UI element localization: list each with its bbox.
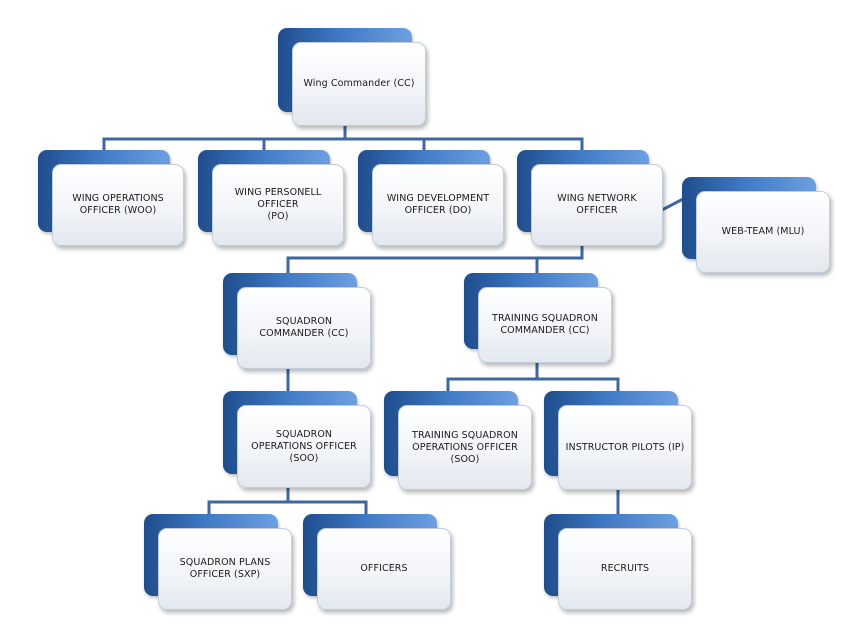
node-front: TRAINING SQUADRON COMMANDER (CC): [478, 287, 612, 363]
node-label: WEB-TEAM (MLU): [721, 226, 805, 237]
connector-squadron-branch: [286, 243, 584, 277]
connector-wing-commander-branch: [102, 123, 584, 154]
node-squadron-plans[interactable]: SQUADRON PLANS OFFICER (SXP): [144, 514, 292, 610]
connector-training-branch: [446, 360, 620, 396]
node-front: Wing Commander (CC): [292, 42, 426, 126]
node-officers[interactable]: OFFICERS: [303, 514, 451, 610]
node-wing-network[interactable]: WING NETWORK OFFICER: [517, 150, 663, 246]
node-label: WING NETWORK OFFICER: [557, 193, 637, 216]
node-label: SQUADRON OPERATIONS OFFICER (SOO): [251, 428, 357, 464]
node-label: INSTRUCTOR PILOTS (IP): [565, 441, 685, 453]
node-recruits[interactable]: RECRUITS: [544, 514, 692, 610]
node-front: RECRUITS: [558, 528, 692, 610]
connector-web-team: [659, 195, 688, 213]
node-front: SQUADRON OPERATIONS OFFICER (SOO): [237, 405, 371, 488]
node-front: SQUADRON PLANS OFFICER (SXP): [158, 528, 292, 610]
node-wing-personell[interactable]: WING PERSONELL OFFICER (PO): [198, 150, 344, 246]
node-front: WING PERSONELL OFFICER (PO): [212, 164, 344, 246]
node-front: WING DEVELOPMENT OFFICER (DO): [372, 164, 504, 246]
node-label: OFFICERS: [360, 563, 408, 574]
node-squadron-operations[interactable]: SQUADRON OPERATIONS OFFICER (SOO): [223, 391, 371, 488]
node-training-squadron-commander[interactable]: TRAINING SQUADRON COMMANDER (CC): [464, 273, 612, 363]
node-wing-commander[interactable]: Wing Commander (CC): [278, 28, 426, 126]
node-instructor-pilots[interactable]: INSTRUCTOR PILOTS (IP): [544, 391, 692, 490]
node-label: Wing Commander (CC): [303, 78, 415, 89]
node-squadron-commander[interactable]: SQUADRON COMMANDER (CC): [223, 273, 371, 369]
node-label: RECRUITS: [600, 563, 650, 574]
node-label: WING DEVELOPMENT OFFICER (DO): [386, 193, 490, 216]
node-front: INSTRUCTOR PILOTS (IP): [558, 405, 692, 490]
node-web-team[interactable]: WEB-TEAM (MLU): [682, 177, 830, 273]
node-front: WEB-TEAM (MLU): [696, 191, 830, 273]
node-label: SQUADRON COMMANDER (CC): [259, 316, 349, 339]
node-label: TRAINING SQUADRON COMMANDER (CC): [492, 313, 598, 336]
node-front: WING NETWORK OFFICER: [531, 164, 663, 246]
connector-soo-branch: [207, 485, 368, 518]
node-wing-development[interactable]: WING DEVELOPMENT OFFICER (DO): [358, 150, 504, 246]
node-wing-operations[interactable]: WING OPERATIONS OFFICER (WOO): [38, 150, 184, 246]
node-label: WING OPERATIONS OFFICER (WOO): [72, 193, 164, 216]
node-label: TRAINING SQUADRON OPERATIONS OFFICER (SO…: [412, 429, 518, 465]
node-front: OFFICERS: [317, 528, 451, 610]
node-label: SQUADRON PLANS OFFICER (SXP): [179, 557, 271, 580]
node-training-squadron-operations[interactable]: TRAINING SQUADRON OPERATIONS OFFICER (SO…: [384, 391, 532, 490]
node-label: WING PERSONELL OFFICER (PO): [234, 187, 322, 222]
node-front: WING OPERATIONS OFFICER (WOO): [52, 164, 184, 246]
node-front: TRAINING SQUADRON OPERATIONS OFFICER (SO…: [398, 405, 532, 490]
node-front: SQUADRON COMMANDER (CC): [237, 287, 371, 369]
